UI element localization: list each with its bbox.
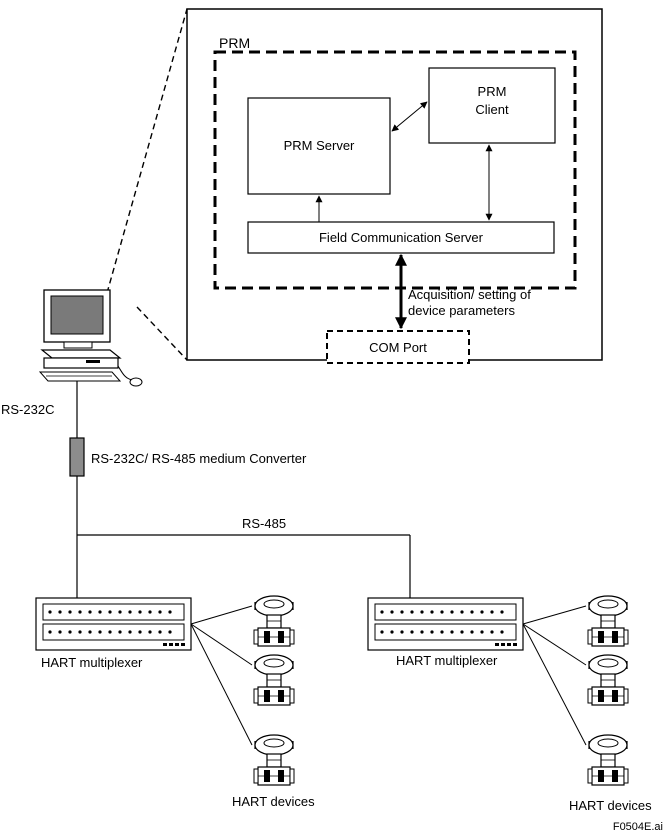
hart-devices-right-label: HART devices [569, 798, 652, 813]
wiring-right [522, 605, 587, 746]
arrow-server-client [391, 101, 428, 132]
hart-device-right-2 [587, 654, 629, 706]
zoom-line-bottom [136, 306, 188, 361]
wiring-left [190, 605, 253, 746]
hart-device-left-3 [253, 734, 295, 786]
com-port-label: COM Port [369, 340, 427, 355]
prm-server-label: PRM Server [284, 138, 355, 153]
prm-client-box [428, 67, 556, 144]
rs232c-label: RS-232C [1, 402, 54, 417]
hart-multiplexer-left-label: HART multiplexer [41, 655, 143, 670]
prm-server-box [247, 97, 391, 195]
hart-device-right-1 [587, 595, 629, 647]
hart-multiplexer-right-label: HART multiplexer [396, 653, 498, 668]
prm-client-label-1: PRM [478, 84, 507, 99]
hart-device-left-1 [253, 595, 295, 647]
prm-group-label: PRM [219, 35, 250, 51]
zoom-line-top [106, 8, 188, 294]
prm-client-label-2: Client [475, 102, 509, 117]
hart-device-left-2 [253, 654, 295, 706]
fcs-box [247, 221, 555, 254]
hart-multiplexer-right [367, 597, 524, 651]
com-port-box [326, 330, 470, 364]
acquisition-label-2: device parameters [408, 303, 515, 318]
acquisition-label-1: Acquisition/ setting of [408, 287, 531, 302]
figure-id: F0504E.ai [613, 821, 663, 833]
hart-device-right-3 [587, 734, 629, 786]
rs485-label: RS-485 [242, 516, 286, 531]
pc-icon [38, 289, 143, 387]
converter-label: RS-232C/ RS-485 medium Converter [91, 451, 307, 466]
hart-devices-left-label: HART devices [232, 794, 315, 809]
hart-multiplexer-left [35, 597, 192, 651]
fcs-label: Field Communication Server [319, 230, 484, 245]
converter-box [69, 437, 85, 477]
